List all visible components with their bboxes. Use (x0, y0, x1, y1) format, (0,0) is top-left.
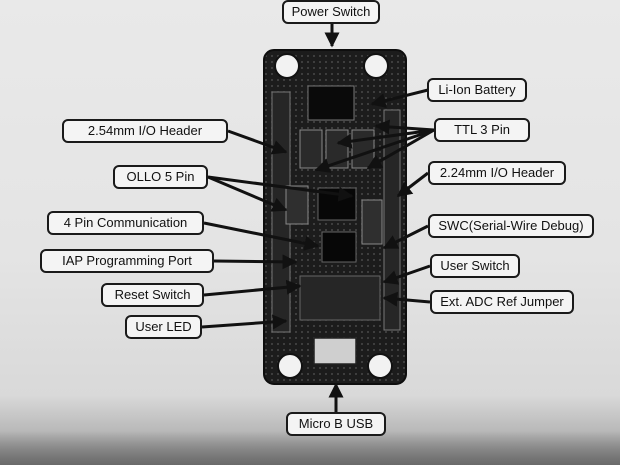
battery-connector (307, 85, 355, 121)
mounting-hole-tl (274, 53, 300, 79)
small-parts (299, 275, 381, 321)
ollo-connector (285, 185, 309, 225)
label-4-pin-communication: 4 Pin Communication (47, 211, 204, 235)
usb-connector (313, 337, 357, 365)
label-iap-programming-port: IAP Programming Port (40, 249, 214, 273)
label-li-ion-battery: Li-Ion Battery (427, 78, 527, 102)
label-reset-switch: Reset Switch (101, 283, 204, 307)
label-swc-debug: SWC(Serial-Wire Debug) (428, 214, 594, 238)
mounting-hole-bl (277, 353, 303, 379)
ttl-connector-3 (351, 129, 375, 169)
leader-lines (201, 22, 435, 412)
label-ttl-3-pin: TTL 3 Pin (434, 118, 530, 142)
label-micro-b-usb: Micro B USB (286, 412, 386, 436)
mounting-hole-tr (363, 53, 389, 79)
regulator-chip (321, 231, 357, 263)
label-2-24mm-io-header: 2.24mm I/O Header (428, 161, 566, 185)
label-power-switch: Power Switch (282, 0, 380, 24)
ttl-connector-1 (299, 129, 323, 169)
label-user-switch: User Switch (430, 254, 520, 278)
mounting-hole-br (367, 353, 393, 379)
swd-connector (361, 199, 383, 245)
label-user-led: User LED (125, 315, 202, 339)
label-2-54mm-io-header: 2.54mm I/O Header (62, 119, 228, 143)
label-ext-adc-ref-jumper: Ext. ADC Ref Jumper (430, 290, 574, 314)
label-ollo-5-pin: OLLO 5 Pin (113, 165, 208, 189)
